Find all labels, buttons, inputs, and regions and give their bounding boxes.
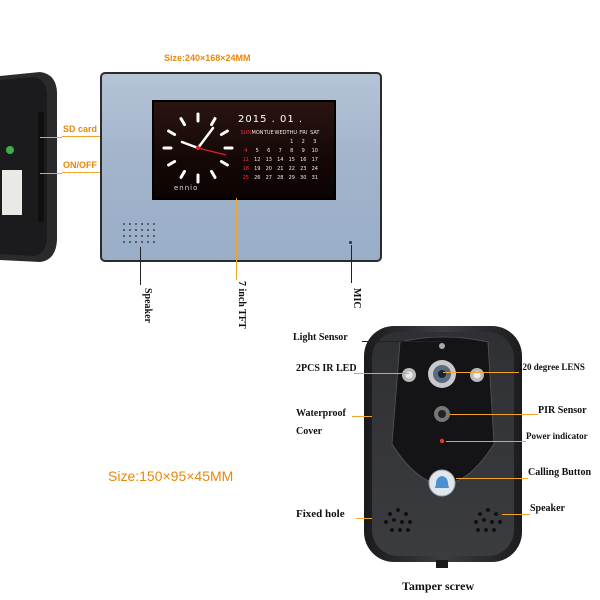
- monitor-speaker-label: Speaker: [142, 288, 153, 323]
- monitor-screen: ennio 2015 . 01 . SUN MON TUE WED THU FR…: [152, 100, 336, 200]
- monitor-side-view: [0, 72, 58, 264]
- calendar-day: 28: [277, 175, 284, 181]
- calling-button-line: [456, 478, 528, 479]
- mic-label: MIC: [351, 288, 362, 309]
- calendar-day: 4: [244, 148, 248, 154]
- sd-card-label: SD card: [63, 124, 98, 134]
- on-off-underline: [62, 172, 100, 173]
- ir-led-line: [354, 373, 409, 374]
- ir-led-label: 2PCS IR LED: [296, 363, 357, 374]
- calendar-date: 2015 . 01 .: [238, 114, 304, 125]
- clock-face: [162, 112, 234, 184]
- waterproof-line: [352, 416, 372, 417]
- mic-hole: [349, 241, 352, 244]
- calendar-day: 5: [255, 148, 259, 154]
- waterproof-label: Waterproof: [296, 408, 346, 419]
- light-sensor-label: Light Sensor: [293, 332, 348, 343]
- calendar-day: 13: [265, 157, 272, 163]
- calendar-day: 27: [265, 175, 272, 181]
- pir-line: [450, 414, 538, 415]
- calendar-day: [252, 138, 264, 147]
- calendar-week-row: 18 19 20 21 22 23 24: [240, 165, 321, 174]
- doorbell-size-label: Size:150×95×45MM: [108, 468, 234, 484]
- calendar-day: 15: [288, 157, 295, 163]
- calendar-day: 26: [254, 175, 261, 181]
- waterproof-label-cover: Cover: [296, 426, 323, 437]
- brand-logo: ennio: [174, 184, 199, 192]
- weekday: SUN: [240, 130, 252, 136]
- lens-line: [443, 372, 519, 373]
- fixed-hole-line: [356, 518, 372, 519]
- calendar-day: 9: [301, 148, 305, 154]
- calendar-day: 7: [278, 148, 282, 154]
- calendar-day: 21: [277, 166, 284, 172]
- calendar-day: 19: [254, 166, 261, 172]
- calendar-day: [263, 138, 275, 147]
- calendar-day: 16: [300, 157, 307, 163]
- calendar-day: 8: [290, 148, 294, 154]
- power-indicator-label: Power indicator: [526, 431, 588, 441]
- calendar-weekdays: SUN MON TUE WED THU FRI SAT: [240, 129, 321, 138]
- doorbell-speaker-line: [502, 514, 530, 515]
- calendar-day: 17: [311, 157, 318, 163]
- pir-label: PIR Sensor: [538, 405, 587, 416]
- weekday: WED: [274, 130, 287, 136]
- monitor-speaker-grille: [123, 223, 155, 243]
- fixed-hole-label: Fixed hole: [296, 508, 345, 520]
- calendar-day: 12: [254, 157, 261, 163]
- calendar-week-row: 1 2 3: [240, 138, 321, 147]
- calendar-day: 18: [242, 166, 249, 172]
- weekday: FRI: [299, 130, 308, 136]
- sd-card-line: [40, 137, 62, 138]
- calendar-day: 11: [242, 157, 249, 163]
- calendar-week-row: 25 26 27 28 29 30 31: [240, 174, 321, 183]
- calendar-day: 29: [288, 175, 295, 181]
- calendar-day: 23: [300, 166, 307, 172]
- calendar-day: 31: [311, 175, 318, 181]
- calendar-day: 3: [313, 139, 317, 145]
- lens-label: 120 degree LENS: [518, 362, 585, 372]
- calendar-week-row: 4 5 6 7 8 9 10: [240, 147, 321, 156]
- mic-leader-line: [351, 245, 352, 283]
- calendar-day: 24: [311, 166, 318, 172]
- weekday: THU: [286, 130, 297, 136]
- tft-leader-line: [236, 198, 237, 280]
- calendar-day: 1: [290, 139, 294, 145]
- monitor-size-label: Size:240×168×24MM: [164, 53, 251, 63]
- calendar-day: 14: [277, 157, 284, 163]
- speaker-leader-line: [140, 247, 141, 285]
- tft-label: 7 inch TFT: [236, 281, 247, 329]
- sd-card-underline: [62, 136, 100, 137]
- power-indicator-line: [446, 441, 526, 442]
- calling-button-label: Calling Button: [528, 467, 592, 478]
- weekday: MON: [251, 130, 264, 136]
- calendar-day: [240, 138, 252, 147]
- weekday: TUE: [263, 130, 274, 136]
- calendar-day: 6: [267, 148, 271, 154]
- calendar-day: 2: [301, 139, 305, 145]
- doorbell-unit: [364, 326, 522, 568]
- light-sensor-line: [362, 341, 442, 342]
- calendar-day: 30: [300, 175, 307, 181]
- calendar-day: 10: [311, 148, 318, 154]
- calendar-day: 20: [265, 166, 272, 172]
- tamper-screw-label: Tamper screw: [402, 579, 475, 593]
- on-off-label: ON/OFF: [63, 160, 97, 170]
- doorbell-speaker-label: Speaker: [530, 503, 565, 514]
- weekday: SAT: [310, 130, 320, 136]
- calendar-day: 25: [242, 175, 249, 181]
- on-off-line: [40, 173, 62, 174]
- calendar-week-row: 11 12 13 14 15 16 17: [240, 156, 321, 165]
- calendar-day: 22: [288, 166, 295, 172]
- calendar-day: [275, 138, 287, 147]
